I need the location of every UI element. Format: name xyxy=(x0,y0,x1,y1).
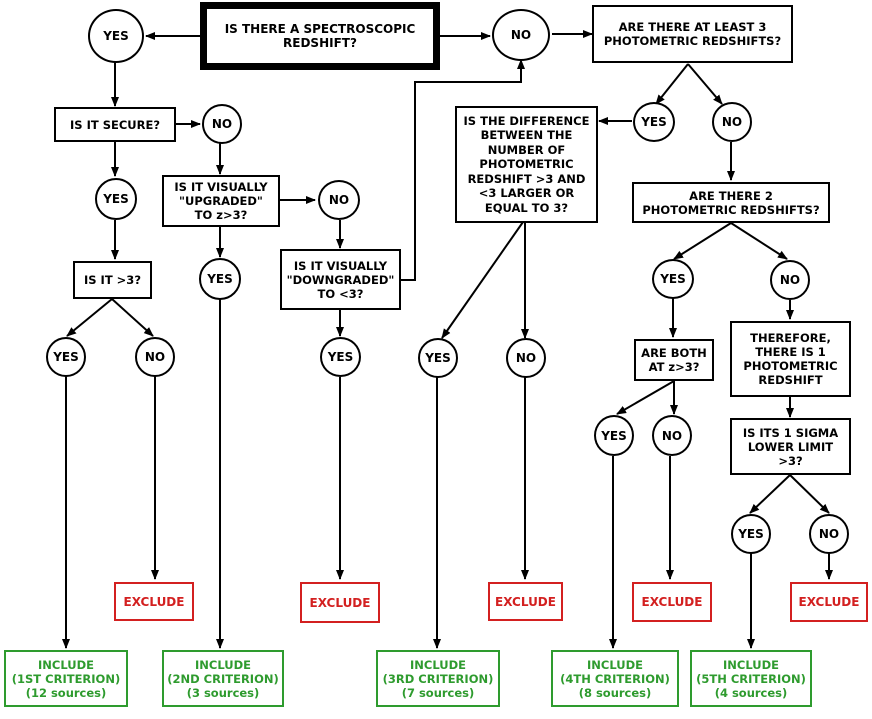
include-box-2: INCLUDE (2ND CRITERION) (3 sources) xyxy=(162,650,284,707)
no-circle-gt3: NO xyxy=(135,337,175,377)
arrow-both-to-yes xyxy=(616,380,675,415)
box-three-photometric: ARE THERE AT LEAST 3 PHOTOMETRIC REDSHIF… xyxy=(592,5,793,63)
box-both-z3: ARE BOTH AT z>3? xyxy=(634,339,714,381)
exclude-box-5: EXCLUDE xyxy=(790,582,868,622)
yes-circle-sigma: YES xyxy=(731,514,771,554)
yes-circle-three-photometric: YES xyxy=(633,102,675,142)
no-circle-three-photometric: NO xyxy=(712,102,752,142)
exclude-box-1: EXCLUDE xyxy=(114,582,194,621)
box-is-gt3: IS IT >3? xyxy=(73,261,152,299)
arrow-gt3-to-no xyxy=(111,298,154,337)
arrow-two-photo-to-no xyxy=(730,222,788,260)
no-circle-secure: NO xyxy=(202,104,242,144)
box-two-photometric: ARE THERE 2 PHOTOMETRIC REDSHIFTS? xyxy=(632,182,830,223)
no-circle-difference: NO xyxy=(506,338,546,378)
yes-circle-two-photometric: YES xyxy=(652,259,694,299)
box-upgraded: IS IT VISUALLY "UPGRADED" TO z>3? xyxy=(162,175,280,227)
no-circle-two-photometric: NO xyxy=(770,260,810,300)
start-box-spectroscopic: IS THERE A SPECTROSCOPIC REDSHIFT? xyxy=(200,2,440,70)
arrow-three-photo-to-no xyxy=(687,63,723,105)
arrow-difference-to-yes xyxy=(441,221,524,339)
no-circle-spectroscopic: NO xyxy=(492,9,550,61)
no-circle-upgraded: NO xyxy=(318,180,360,220)
arrow-downgraded-to-no xyxy=(401,59,525,281)
include-box-1: INCLUDE (1ST CRITERION) (12 sources) xyxy=(4,650,128,707)
box-one-sigma: IS ITS 1 SIGMA LOWER LIMIT >3? xyxy=(730,418,851,475)
yes-circle-spectroscopic: YES xyxy=(88,9,144,63)
box-is-secure: IS IT SECURE? xyxy=(54,107,176,142)
include-box-5: INCLUDE (5TH CRITERION) (4 sources) xyxy=(690,650,812,707)
yes-circle-both: YES xyxy=(594,415,634,456)
exclude-box-2: EXCLUDE xyxy=(300,582,380,623)
box-downgraded: IS IT VISUALLY "DOWNGRADED" TO <3? xyxy=(280,249,401,310)
exclude-box-4: EXCLUDE xyxy=(632,582,712,622)
yes-circle-upgraded: YES xyxy=(199,258,241,300)
yes-circle-downgraded: YES xyxy=(320,337,361,377)
arrow-gt3-to-yes xyxy=(66,298,113,337)
yes-circle-difference: YES xyxy=(418,338,458,378)
arrow-sigma-to-yes xyxy=(749,474,791,514)
include-box-3: INCLUDE (3RD CRITERION) (7 sources) xyxy=(376,650,500,707)
no-circle-both: NO xyxy=(652,415,692,456)
box-difference: IS THE DIFFERENCE BETWEEN THE NUMBER OF … xyxy=(455,106,598,223)
no-circle-sigma: NO xyxy=(809,514,849,554)
yes-circle-secure: YES xyxy=(95,178,137,220)
include-box-4: INCLUDE (4TH CRITERION) (8 sources) xyxy=(551,650,679,707)
arrow-two-photo-to-yes xyxy=(673,222,732,260)
exclude-box-3: EXCLUDE xyxy=(488,582,563,621)
arrow-three-photo-to-yes xyxy=(655,63,689,105)
box-therefore: THEREFORE, THERE IS 1 PHOTOMETRIC REDSHI… xyxy=(730,321,851,397)
yes-circle-gt3: YES xyxy=(46,337,86,377)
arrow-sigma-to-no xyxy=(789,474,830,514)
